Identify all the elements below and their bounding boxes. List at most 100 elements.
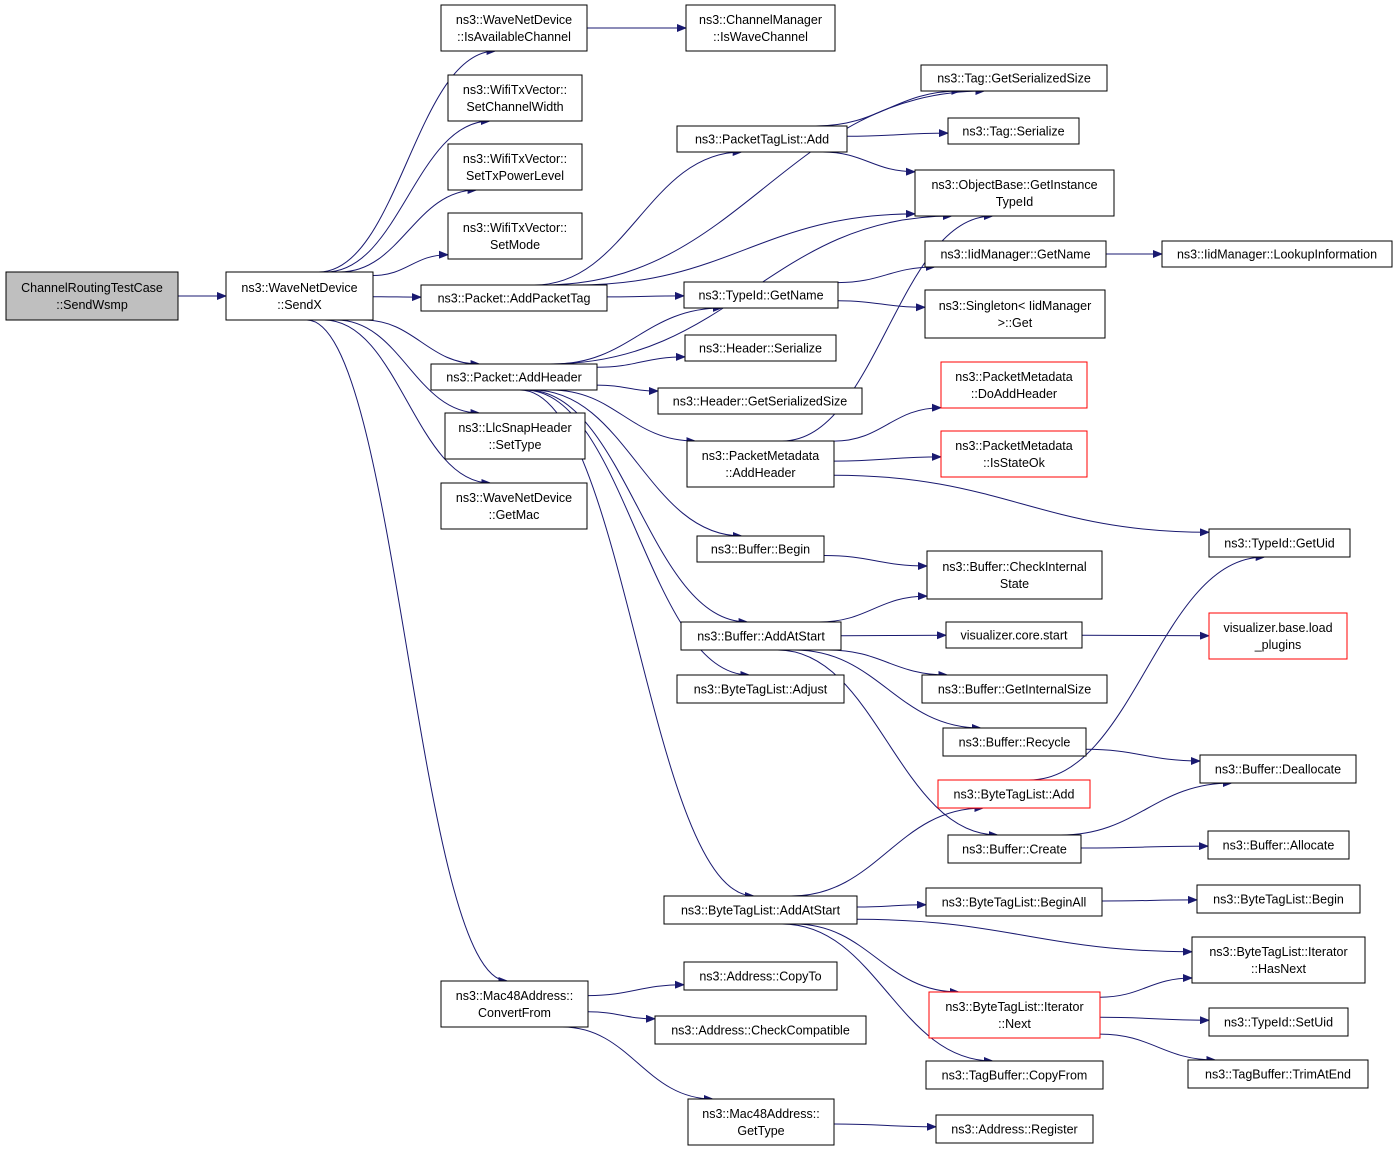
node-label: ns3::TypeId::GetName <box>698 289 823 303</box>
node-label: ns3::WifiTxVector:: <box>463 152 567 166</box>
edge-addheader-to-pmaddheader <box>550 389 697 445</box>
edge-btladdstart-to-btlbeginall <box>856 900 927 909</box>
node-gettype[interactable]: ns3::Mac48Address::GetType <box>687 1098 835 1146</box>
node-iidgetname[interactable]: ns3::IidManager::GetName <box>924 240 1107 268</box>
node-bufbegin[interactable]: ns3::Buffer::Begin <box>696 535 825 563</box>
node-label: ns3::PacketMetadata <box>955 439 1072 453</box>
node-label: ns3::Packet::AddPacketTag <box>438 292 591 306</box>
node-addpackettag[interactable]: ns3::Packet::AddPacketTag <box>420 284 608 312</box>
edge-addheader-to-bufbegin <box>532 389 743 540</box>
edge-addheader-to-btladjust <box>524 389 751 679</box>
call-edges <box>178 24 1266 1131</box>
node-box <box>937 779 1091 809</box>
node-label: ns3::Buffer::Create <box>962 843 1067 857</box>
node-getmac[interactable]: ns3::WaveNetDevice::GetMac <box>440 482 588 530</box>
node-pmaddheader[interactable]: ns3::PacketMetadata::AddHeader <box>686 440 835 488</box>
node-sendx[interactable]: ns3::WaveNetDevice::SendX <box>225 271 374 321</box>
node-label: ns3::WaveNetDevice <box>456 13 572 27</box>
node-pmstateok[interactable]: ns3::PacketMetadata::IsStateOk <box>940 430 1088 478</box>
edge-sendx-to-convertfrom <box>306 319 509 985</box>
node-vizload[interactable]: visualizer.base.load_plugins <box>1208 612 1348 660</box>
node-hasnext[interactable]: ns3::ByteTagList::Iterator::HasNext <box>1191 936 1366 984</box>
node-isavail[interactable]: ns3::WaveNetDevice::IsAvailableChannel <box>440 4 588 52</box>
node-label: SetTxPowerLevel <box>466 169 564 183</box>
node-bufinternal[interactable]: ns3::Buffer::GetInternalSize <box>921 674 1108 704</box>
node-bufrecycle[interactable]: ns3::Buffer::Recycle <box>942 727 1087 757</box>
node-box <box>921 674 1108 704</box>
node-box <box>942 727 1087 757</box>
node-ptladd[interactable]: ns3::PacketTagList::Add <box>676 125 848 153</box>
node-checkcompat[interactable]: ns3::Address::CheckCompatible <box>654 1015 867 1045</box>
node-btlbegin[interactable]: ns3::ByteTagList::Begin <box>1196 884 1361 914</box>
edge-btladdstart-to-copyfrom <box>782 923 994 1065</box>
edge-itnext-to-trimend <box>1099 1033 1217 1064</box>
node-bufdealloc[interactable]: ns3::Buffer::Deallocate <box>1199 754 1357 784</box>
node-label: ns3::Packet::AddHeader <box>446 371 582 385</box>
node-hdrserialize[interactable]: ns3::Header::Serialize <box>684 334 837 362</box>
node-label: SetMode <box>490 238 540 252</box>
edge-sendx-to-isavail <box>318 47 497 273</box>
node-addheader[interactable]: ns3::Packet::AddHeader <box>430 363 598 391</box>
node-box <box>947 117 1080 145</box>
node-tagserialsize[interactable]: ns3::Tag::GetSerializedSize <box>920 64 1108 92</box>
node-label: ns3::IidManager::LookupInformation <box>1177 248 1377 262</box>
node-box <box>663 895 858 925</box>
node-box <box>5 271 179 321</box>
node-label: ns3::LlcSnapHeader <box>458 421 571 435</box>
node-label: ::DoAddHeader <box>971 387 1057 401</box>
node-label: ns3::Buffer::CheckInternal <box>942 560 1086 574</box>
node-label: ns3::TagBuffer::TrimAtEnd <box>1205 1068 1351 1082</box>
node-bufcreate[interactable]: ns3::Buffer::Create <box>947 834 1082 864</box>
node-box <box>430 363 598 391</box>
node-btladjust[interactable]: ns3::ByteTagList::Adjust <box>676 674 845 704</box>
node-bufaddstart[interactable]: ns3::Buffer::AddAtStart <box>680 621 842 651</box>
node-llcsettype[interactable]: ns3::LlcSnapHeader::SetType <box>444 412 586 460</box>
edge-itnext-to-hasnext <box>1099 974 1193 998</box>
node-btlbeginall[interactable]: ns3::ByteTagList::BeginAll <box>925 887 1103 917</box>
node-singleton[interactable]: ns3::Singleton< IidManager>::Get <box>924 289 1106 339</box>
node-pmdoadd[interactable]: ns3::PacketMetadata::DoAddHeader <box>940 361 1088 409</box>
node-tagserialize[interactable]: ns3::Tag::Serialize <box>947 117 1080 145</box>
edge-addpackettag-to-typeidgetname <box>606 291 685 300</box>
edge-bufrecycle-to-bufdealloc <box>1085 748 1201 765</box>
node-btladdstart[interactable]: ns3::ByteTagList::AddAtStart <box>663 895 858 925</box>
edge-btladdstart-to-itnext <box>794 923 960 996</box>
node-label: ns3::TypeId::SetUid <box>1224 1016 1333 1030</box>
node-box <box>924 289 1106 339</box>
node-itnext[interactable]: ns3::ByteTagList::Iterator::Next <box>928 991 1101 1039</box>
node-setuid[interactable]: ns3::TypeId::SetUid <box>1208 1007 1349 1037</box>
edge-sendx-to-getmac <box>323 319 492 487</box>
node-vizstart[interactable]: visualizer.core.start <box>945 621 1083 649</box>
node-register[interactable]: ns3::Address::Register <box>935 1114 1094 1144</box>
node-label: visualizer.core.start <box>961 629 1069 643</box>
node-box <box>676 674 845 704</box>
node-trimend[interactable]: ns3::TagBuffer::TrimAtEnd <box>1187 1059 1369 1089</box>
node-box <box>447 212 583 260</box>
node-copyfrom[interactable]: ns3::TagBuffer::CopyFrom <box>925 1060 1104 1090</box>
node-label: ns3::ByteTagList::Adjust <box>694 683 828 697</box>
node-label: ::Next <box>998 1017 1031 1031</box>
node-convertfrom[interactable]: ns3::Mac48Address::ConvertFrom <box>440 980 589 1028</box>
node-label: ns3::Buffer::Allocate <box>1223 839 1335 853</box>
node-box <box>935 1114 1094 1144</box>
edge-bufaddstart-to-bufcreate <box>777 649 999 839</box>
node-root[interactable]: ChannelRoutingTestCase::SendWsmp <box>5 271 179 321</box>
node-setmode[interactable]: ns3::WifiTxVector::SetMode <box>447 212 583 260</box>
node-copyto[interactable]: ns3::Address::CopyTo <box>683 961 838 991</box>
node-hdrsize[interactable]: ns3::Header::GetSerializedSize <box>657 387 863 415</box>
node-btladd[interactable]: ns3::ByteTagList::Add <box>937 779 1091 809</box>
node-box <box>1191 936 1366 984</box>
node-lookup[interactable]: ns3::IidManager::LookupInformation <box>1161 240 1393 268</box>
node-txpower[interactable]: ns3::WifiTxVector::SetTxPowerLevel <box>447 143 583 191</box>
node-label: ns3::ByteTagList::Iterator <box>945 1000 1083 1014</box>
node-typeidgetname[interactable]: ns3::TypeId::GetName <box>683 281 839 309</box>
node-label: SetChannelWidth <box>466 100 563 114</box>
node-iswave[interactable]: ns3::ChannelManager::IsWaveChannel <box>685 4 836 52</box>
node-chwidth[interactable]: ns3::WifiTxVector::SetChannelWidth <box>447 74 583 122</box>
node-box <box>1196 884 1361 914</box>
node-box <box>1187 1059 1369 1089</box>
node-getuid[interactable]: ns3::TypeId::GetUid <box>1208 528 1351 558</box>
node-bufalloc[interactable]: ns3::Buffer::Allocate <box>1207 830 1350 860</box>
